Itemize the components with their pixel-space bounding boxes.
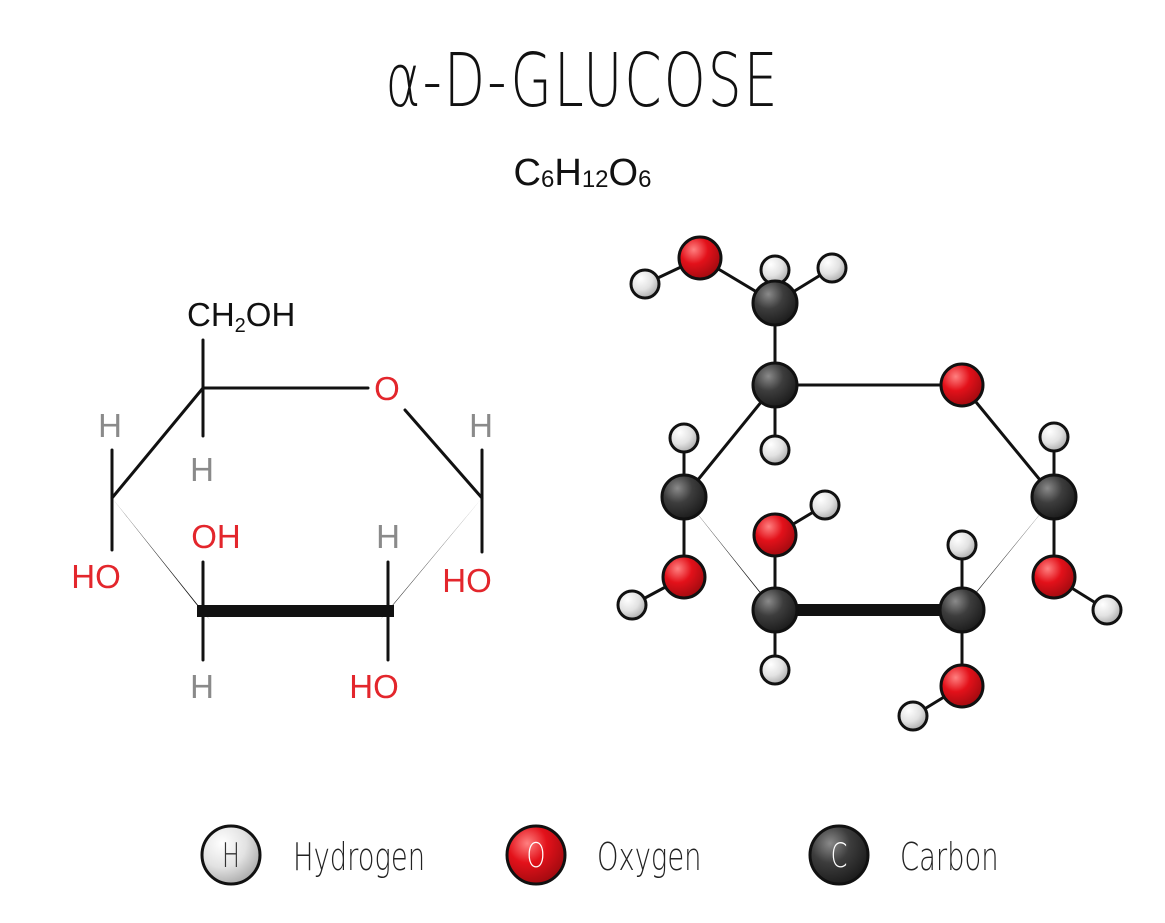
oxygen-atom — [939, 663, 985, 709]
carbon-legend-icon — [808, 824, 870, 886]
oh-label-c3: OH — [191, 518, 241, 555]
legend: H Hydrogen O Oxygen C Carbon — [200, 824, 999, 886]
hydrogen-atom — [816, 252, 848, 284]
oxygen-atom — [939, 362, 985, 408]
h-label-c5: H — [190, 451, 214, 488]
carbon-atom — [938, 586, 986, 634]
oxygen-atom — [677, 235, 723, 281]
haworth-structure — [110, 338, 484, 662]
bond-o-c1 — [403, 408, 484, 500]
hydrogen-atom — [759, 434, 791, 466]
formula-carbon-count: 6 — [541, 166, 555, 193]
hydrogen-legend-icon — [200, 824, 262, 886]
ball-and-stick-model — [616, 235, 1123, 732]
carbon-atom — [660, 473, 708, 521]
wedge-bond-c4-c3 — [112, 498, 210, 620]
carbon-atom — [1030, 473, 1078, 521]
hydrogen-atom — [897, 700, 929, 732]
hydrogen-atom — [809, 489, 841, 521]
legend-item-oxygen: O Oxygen — [505, 824, 702, 886]
carbon-atom — [751, 586, 799, 634]
bold-bond-c3-c2 — [197, 605, 394, 617]
formula-hydrogen-count: 12 — [581, 166, 609, 193]
bond-c5-c4 — [110, 386, 205, 500]
legend-item-carbon: C Carbon — [808, 824, 999, 886]
wedge-bond-c2-c1 — [380, 498, 482, 620]
hydrogen-atom — [629, 268, 661, 300]
ho-label-c2-bottom: HO — [349, 668, 399, 705]
formula-carbon: C — [513, 152, 541, 194]
h-label-top-left: H — [98, 407, 122, 444]
hydrogen-legend-label: Hydrogen — [293, 834, 425, 879]
carbon-atom — [751, 361, 799, 409]
oxygen-atom — [752, 512, 798, 558]
ho-label-c1: HO — [442, 562, 492, 599]
oxygen-atom — [661, 554, 707, 600]
hydrogen-atom — [668, 422, 700, 454]
oxygen-atom — [1031, 554, 1077, 600]
carbon-legend-symbol: C — [831, 836, 848, 875]
ch2oh-label: CH2OH — [187, 296, 295, 337]
h-label-c2: H — [376, 518, 400, 555]
ho-label-c4: HO — [71, 558, 121, 595]
carbon-atom — [751, 279, 799, 327]
hydrogen-atom — [1038, 421, 1070, 453]
page-title: α-D-GLUCOSE — [385, 38, 780, 124]
oxygen-legend-label: Oxygen — [597, 834, 702, 879]
hydrogen-atom — [946, 529, 978, 561]
hydrogen-legend-symbol: H — [222, 836, 240, 875]
formula-oxygen-count: 6 — [638, 166, 652, 193]
hydrogen-atom — [759, 654, 791, 686]
h-label-top-right: H — [469, 407, 493, 444]
hydrogen-atom — [616, 589, 648, 621]
formula-oxygen: O — [608, 152, 639, 194]
formula-hydrogen: H — [554, 152, 582, 194]
hydrogen-atom — [1091, 594, 1123, 626]
legend-item-hydrogen: H Hydrogen — [200, 824, 425, 886]
oxygen-legend-icon — [505, 824, 567, 886]
carbon-legend-label: Carbon — [900, 834, 999, 879]
molecular-formula: C6H12O6 — [0, 152, 1165, 195]
oxygen-legend-symbol: O — [527, 836, 546, 875]
h-label-c3-bottom: H — [190, 668, 214, 705]
ring-oxygen-label: O — [374, 370, 400, 407]
